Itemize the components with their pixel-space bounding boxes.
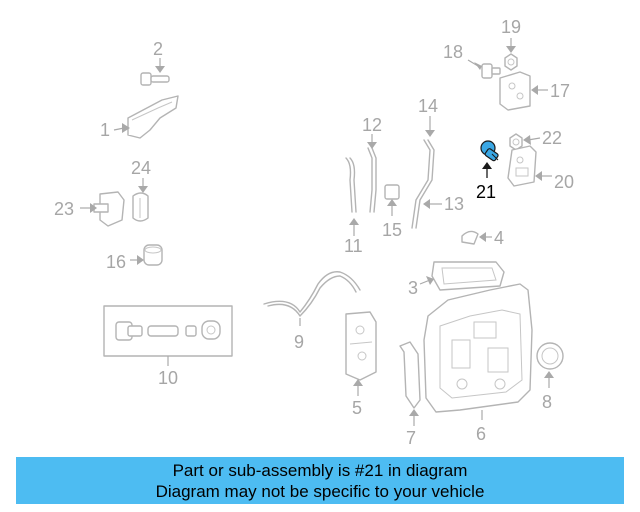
part-19-nut: 19: [501, 17, 521, 71]
part-9-number: 9: [294, 332, 304, 352]
part-14-number: 14: [418, 96, 438, 116]
part-9-cable: 9: [263, 271, 361, 352]
part-info-banner: Part or sub-assembly is #21 in diagram D…: [16, 457, 624, 504]
part-24-clip: 24: [131, 158, 151, 222]
part-16-bumper: 16: [106, 244, 163, 272]
part-5-latch: 5: [345, 311, 377, 418]
part-4-number: 4: [494, 228, 504, 248]
part-7-number: 7: [406, 428, 416, 448]
part-17-number: 17: [550, 81, 570, 101]
part-18-bolt: 18: [443, 42, 501, 79]
part-21-bolt: 21: [476, 140, 499, 202]
part-19-number: 19: [501, 17, 521, 37]
part-13-callout: 13: [423, 194, 464, 214]
part-1-outside-handle: 1: [100, 95, 179, 140]
part-23-number: 23: [54, 199, 74, 219]
part-16-number: 16: [106, 252, 126, 272]
part-23-bracket: 23: [54, 191, 125, 227]
part-7-seal: 7: [399, 341, 421, 448]
part-2-number: 2: [153, 39, 163, 59]
part-4-grommet: 4: [461, 228, 504, 248]
banner-line-2: Diagram may not be specific to your vehi…: [155, 482, 485, 501]
banner-line-1: Part or sub-assembly is #21 in diagram: [172, 461, 468, 480]
part-18-number: 18: [443, 42, 463, 62]
part-10-number: 10: [158, 368, 178, 388]
part-20-number: 20: [554, 172, 574, 192]
part-22-number: 22: [542, 128, 562, 148]
part-15-number: 15: [382, 220, 402, 240]
part-21-number: 21: [476, 182, 496, 202]
part-6-module-panel: 6: [423, 283, 533, 444]
part-2-bolt: 2: [140, 39, 170, 86]
part-10-kit: 10: [103, 305, 233, 388]
part-6-number: 6: [476, 424, 486, 444]
part-1-number: 1: [100, 120, 110, 140]
part-8-speaker: 8: [536, 342, 564, 412]
part-11-rod: 11: [344, 157, 363, 256]
part-24-number: 24: [131, 158, 151, 178]
part-22-nut: 22: [509, 128, 562, 151]
part-3-inside-handle: 3: [408, 261, 505, 298]
part-5-number: 5: [352, 398, 362, 418]
part-20-striker: 20: [507, 145, 574, 192]
part-17-bracket: 17: [499, 71, 570, 111]
part-15-clip: 15: [382, 184, 402, 240]
parts-diagram: 2 1 24 23 16: [54, 17, 574, 448]
part-12-number: 12: [362, 115, 382, 135]
part-14-rod: 14: [411, 96, 438, 229]
part-11-number: 11: [344, 236, 363, 256]
part-12-rod: 12: [362, 115, 382, 213]
part-3-number: 3: [408, 278, 418, 298]
part-13-number: 13: [444, 194, 464, 214]
part-8-number: 8: [542, 392, 552, 412]
